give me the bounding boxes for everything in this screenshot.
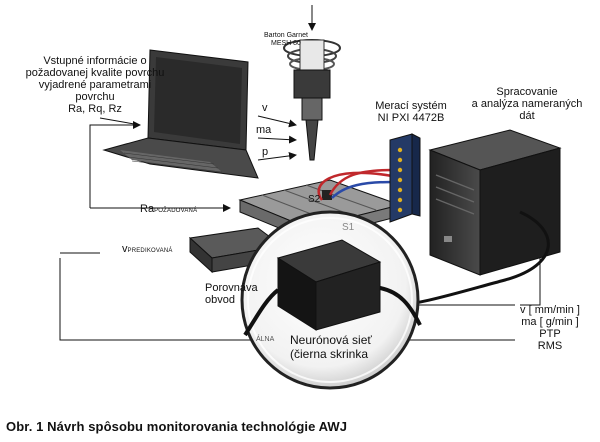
output-line-1: v [ mm/min ] xyxy=(520,304,580,316)
param-v-label: v xyxy=(262,102,268,114)
neural-net-line-1: Neurónová sieť xyxy=(290,333,372,347)
mag-small-label: ÁLNA xyxy=(256,336,275,343)
figure-caption: Obr. 1 Návrh spôsobu monitorovania techn… xyxy=(6,419,348,434)
cutting-head-icon xyxy=(283,39,341,161)
abrasive-label: Barton Garnet MESH 80 xyxy=(264,32,308,48)
sensor-cables xyxy=(317,168,393,201)
processing-line-3: dát xyxy=(519,110,535,122)
ra-main: Ra xyxy=(140,203,155,215)
param-ma-label: ma xyxy=(256,124,272,136)
comparator-label: Porovnáva obvod xyxy=(205,282,258,306)
outputs-label: v [ mm/min ] ma [ g/min ] PTP RMS xyxy=(500,304,600,352)
input-info-line-5: Ra, Rq, Rz xyxy=(68,103,122,115)
abrasive-line-1: Barton Garnet xyxy=(264,32,308,39)
output-line-4: RMS xyxy=(537,340,563,352)
abrasive-line-2: MESH 80 xyxy=(271,40,301,47)
processing-label: Spracovanie a analýza nameraných dát xyxy=(462,86,592,122)
measuring-system-label: Merací systém NI PXI 4472B xyxy=(366,100,456,124)
input-info-line-4: povrchu xyxy=(75,91,115,103)
output-line-2: ma [ g/min ] xyxy=(521,316,579,328)
measuring-system-line-2: NI PXI 4472B xyxy=(377,112,445,124)
v-sub: PREDIKOVANÁ xyxy=(127,248,173,254)
daq-module-icon xyxy=(389,133,421,223)
ra-label: RaPOŽADOVANÁ xyxy=(140,203,197,217)
input-info-line-3: vyjadrené parametrami xyxy=(38,79,152,91)
comparator-line-2: obvod xyxy=(205,294,235,306)
black-box-icon xyxy=(243,239,422,337)
neural-net-line-2: (čierna skrinka xyxy=(290,347,369,361)
comparator-line-1: Porovnáva xyxy=(205,282,258,294)
input-info-line-2: požadovanej kvalite povrchu xyxy=(25,67,165,79)
input-info-line-1: Vstupné informácie o xyxy=(43,55,147,67)
v-main: v xyxy=(122,243,128,255)
param-p-label: p xyxy=(262,146,269,158)
processing-line-2: a analýza nameraných xyxy=(471,98,583,110)
ra-sub: POŽADOVANÁ xyxy=(154,208,198,214)
measuring-system-line-1: Merací systém xyxy=(375,100,447,112)
output-line-3: PTP xyxy=(539,328,561,340)
v-label: vPREDIKOVANÁ xyxy=(122,243,173,257)
pc-tower-icon xyxy=(428,129,562,276)
input-info-label: Vstupné informácie o požadovanej kvalite… xyxy=(20,55,170,115)
processing-line-1: Spracovanie xyxy=(496,86,558,98)
sensor-s2-label: S2 xyxy=(308,194,321,205)
sensor-s1-label: S1 xyxy=(342,222,355,233)
neural-net-label: Neurónová sieť (čierna skrinka xyxy=(290,333,372,361)
laptop-icon xyxy=(102,49,259,179)
